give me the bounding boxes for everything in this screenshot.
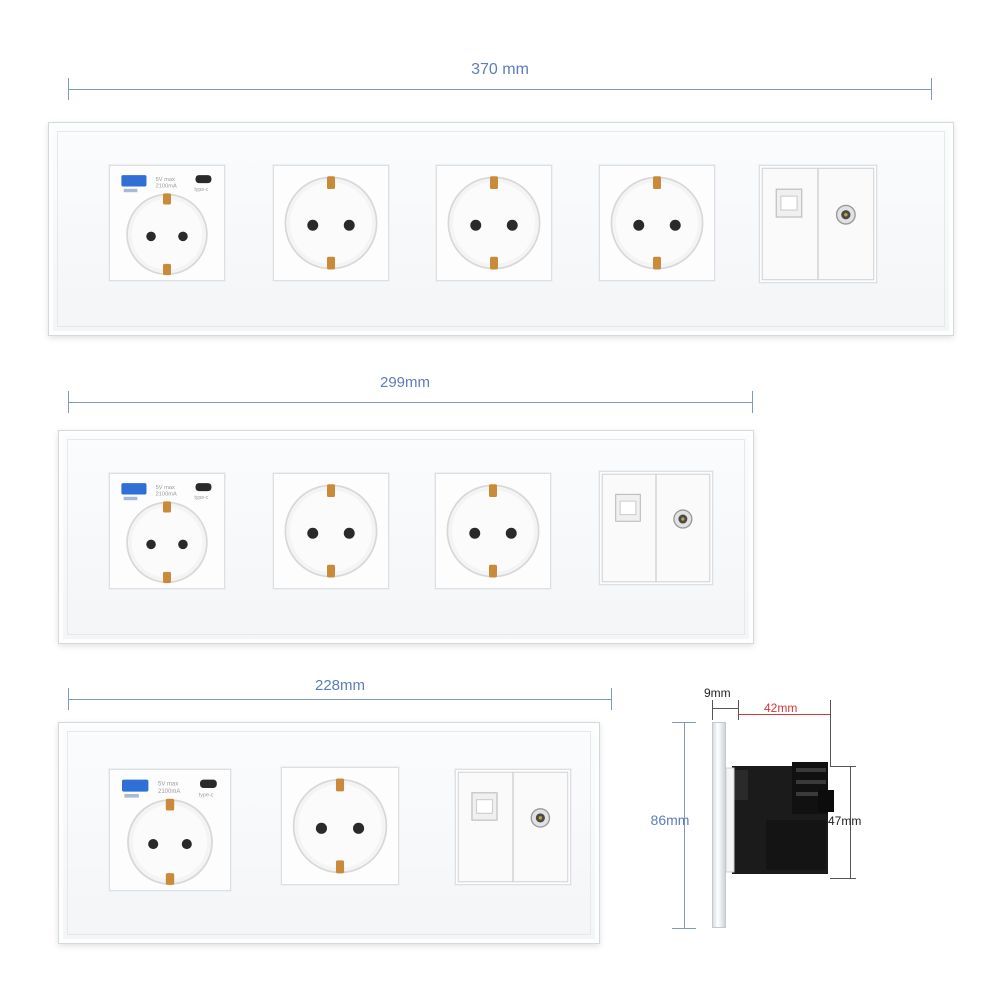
socket-pin-hole — [181, 839, 192, 850]
top-dim-label: 370 mm — [471, 61, 529, 78]
socket-pin-hole — [505, 527, 517, 539]
data-tv-module — [759, 165, 877, 283]
socket-mechanism-side — [726, 762, 834, 874]
height-dim-label: 86mm — [650, 812, 690, 828]
top-dim-line — [68, 89, 932, 90]
socket-pin-hole — [146, 539, 156, 550]
usb-spec-line1: 5V max — [156, 485, 175, 491]
type-c-label: type-c — [194, 495, 208, 501]
usb-spec-line2: 2100mA — [156, 492, 177, 498]
usb-a-port — [122, 779, 149, 792]
earth-clip-top — [489, 484, 497, 498]
earth-clip-bottom — [335, 860, 345, 874]
depth-tick-right — [830, 700, 831, 766]
middle-dim-label: 299mm — [379, 374, 431, 391]
earth-clip-bottom — [489, 564, 497, 578]
height-dim-tick-top — [672, 722, 696, 723]
height-dim-tick-bottom — [672, 928, 696, 929]
box-height-label: 47mm — [828, 814, 862, 828]
usb-a-port — [121, 483, 147, 495]
socket-pin-hole — [307, 527, 319, 539]
box-height-tick-bottom — [830, 878, 856, 879]
usb-spec-line2: 2100mA — [156, 184, 177, 190]
earth-clip-top — [653, 176, 661, 190]
socket-pin-hole — [633, 219, 645, 231]
earth-clip-bottom — [163, 571, 171, 584]
type-c-label: type-c — [199, 792, 214, 798]
socket-pin-hole — [146, 231, 156, 242]
depth-label: 42mm — [764, 701, 798, 715]
box-height-tick-top — [830, 766, 856, 767]
thickness-dim-line — [712, 708, 738, 709]
socket-pin-hole — [352, 822, 365, 834]
glass-plate-side — [712, 722, 726, 928]
thickness-tick-right — [738, 700, 739, 720]
earth-clip-bottom — [653, 256, 661, 270]
bottom-dim-line — [68, 699, 612, 700]
thickness-label: 9mm — [704, 686, 731, 700]
usb-c-port — [195, 175, 212, 184]
socket-pin-hole — [470, 219, 482, 231]
depth-dim-line — [738, 714, 830, 715]
box-height-dim-line — [850, 766, 851, 878]
socket-pin-hole — [506, 219, 518, 231]
schuko-socket-module — [599, 165, 715, 281]
data-tv-module — [599, 471, 713, 585]
socket-pin-hole — [315, 822, 328, 834]
earth-clip-bottom — [165, 873, 175, 885]
schuko-socket-module — [273, 165, 389, 281]
earth-clip-bottom — [327, 256, 335, 270]
earth-clip-bottom — [490, 256, 498, 270]
middle-dim-line — [68, 402, 753, 403]
schuko-socket-module — [435, 473, 551, 589]
socket-pin-hole — [469, 527, 481, 539]
thickness-tick-left — [712, 700, 713, 720]
socket-pin-hole — [669, 219, 681, 231]
usb-c-port — [195, 483, 212, 492]
earth-clip-top — [335, 778, 345, 792]
schuko-socket-module — [281, 767, 399, 885]
usb-icon — [123, 188, 138, 193]
usb-a-port — [121, 175, 147, 187]
usb-icon — [124, 794, 139, 798]
earth-clip-bottom — [163, 263, 171, 276]
usb-icon — [123, 496, 138, 501]
earth-clip-top — [163, 193, 171, 205]
earth-clip-bottom — [327, 564, 335, 578]
bottom-dim-label: 228mm — [314, 677, 366, 694]
socket-pin-hole — [178, 231, 188, 242]
type-c-label: type-c — [194, 187, 208, 193]
usb-spec-line1: 5V max — [158, 782, 178, 788]
height-dim-line — [684, 722, 685, 928]
schuko-socket-module — [273, 473, 389, 589]
socket-pin-hole — [178, 539, 188, 550]
usb-spec-line1: 5V max — [156, 177, 175, 183]
earth-clip-top — [165, 798, 175, 811]
earth-clip-top — [327, 176, 335, 190]
socket-pin-hole — [148, 839, 159, 850]
socket-pin-hole — [343, 527, 355, 539]
socket-pin-hole — [343, 219, 355, 231]
earth-clip-top — [327, 484, 335, 498]
schuko-socket-module — [436, 165, 552, 281]
earth-clip-top — [490, 176, 498, 190]
earth-clip-top — [163, 501, 171, 513]
socket-pin-hole — [307, 219, 319, 231]
usb-c-port — [200, 779, 217, 788]
usb-spec-line2: 2100mA — [158, 789, 180, 795]
data-tv-module — [455, 769, 571, 885]
